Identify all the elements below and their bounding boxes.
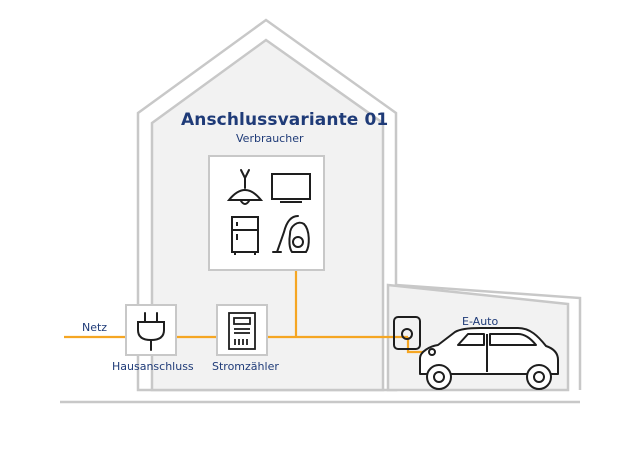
verbraucher-label: Verbraucher <box>236 132 304 145</box>
diagram-title: Anschlussvariante 01 <box>181 110 389 130</box>
plug-icon <box>137 312 165 351</box>
lamp-icon <box>226 169 264 205</box>
stromzaehler-label: Stromzähler <box>212 360 279 373</box>
netz-label: Netz <box>82 321 108 334</box>
hausanschluss-label: Hausanschluss <box>112 360 194 373</box>
car-icon <box>419 327 559 390</box>
garage-roof <box>395 283 582 390</box>
eauto-label: E-Auto <box>462 315 499 328</box>
tv-icon <box>271 173 311 203</box>
meter-icon <box>228 312 256 350</box>
vacuum-icon <box>272 215 310 253</box>
wallbox-icon <box>393 316 421 350</box>
fridge-icon <box>231 216 259 255</box>
power-lines <box>64 270 430 354</box>
